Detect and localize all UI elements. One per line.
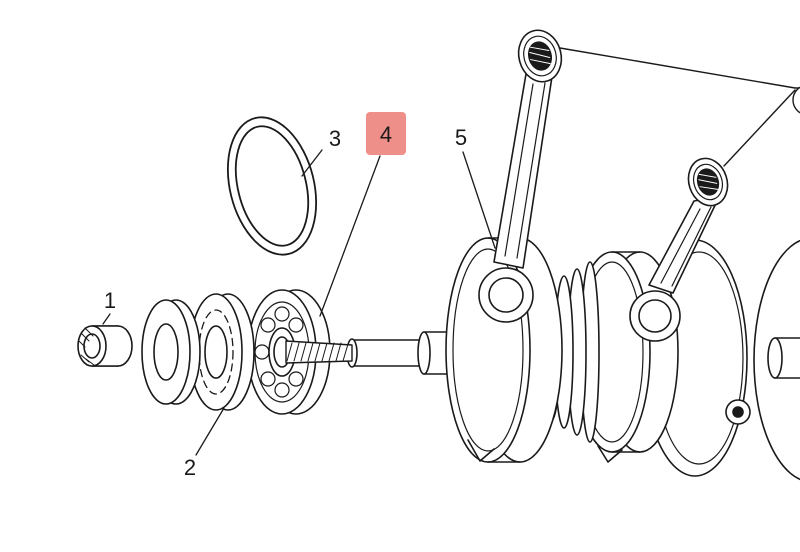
callout-2[interactable]: 2	[184, 455, 196, 480]
crank-shaft-stub	[346, 331, 463, 375]
leader-4	[319, 155, 381, 317]
callout-leader-lines	[102, 149, 496, 456]
callout-3[interactable]: 3	[329, 126, 341, 151]
o-ring-part	[226, 116, 318, 256]
callout-4-highlight[interactable]	[366, 112, 406, 155]
bushing-part	[77, 325, 133, 367]
leader-5	[462, 151, 496, 249]
callout-1[interactable]: 1	[104, 288, 116, 313]
threaded-shaft-tip	[285, 340, 353, 364]
connecting-rod-rear	[629, 157, 729, 342]
callout-4[interactable]: 4	[380, 122, 392, 147]
callout-5[interactable]: 5	[455, 125, 467, 150]
washer-stack-part	[141, 293, 255, 411]
leader-2	[195, 407, 225, 456]
leader-3	[301, 149, 323, 177]
leader-1	[102, 313, 111, 325]
connecting-rod-front	[478, 29, 563, 323]
rod-beam	[493, 69, 554, 269]
callout-labels: 1 2 3 4 5	[104, 122, 467, 480]
reference-pointer-lines	[559, 47, 800, 167]
